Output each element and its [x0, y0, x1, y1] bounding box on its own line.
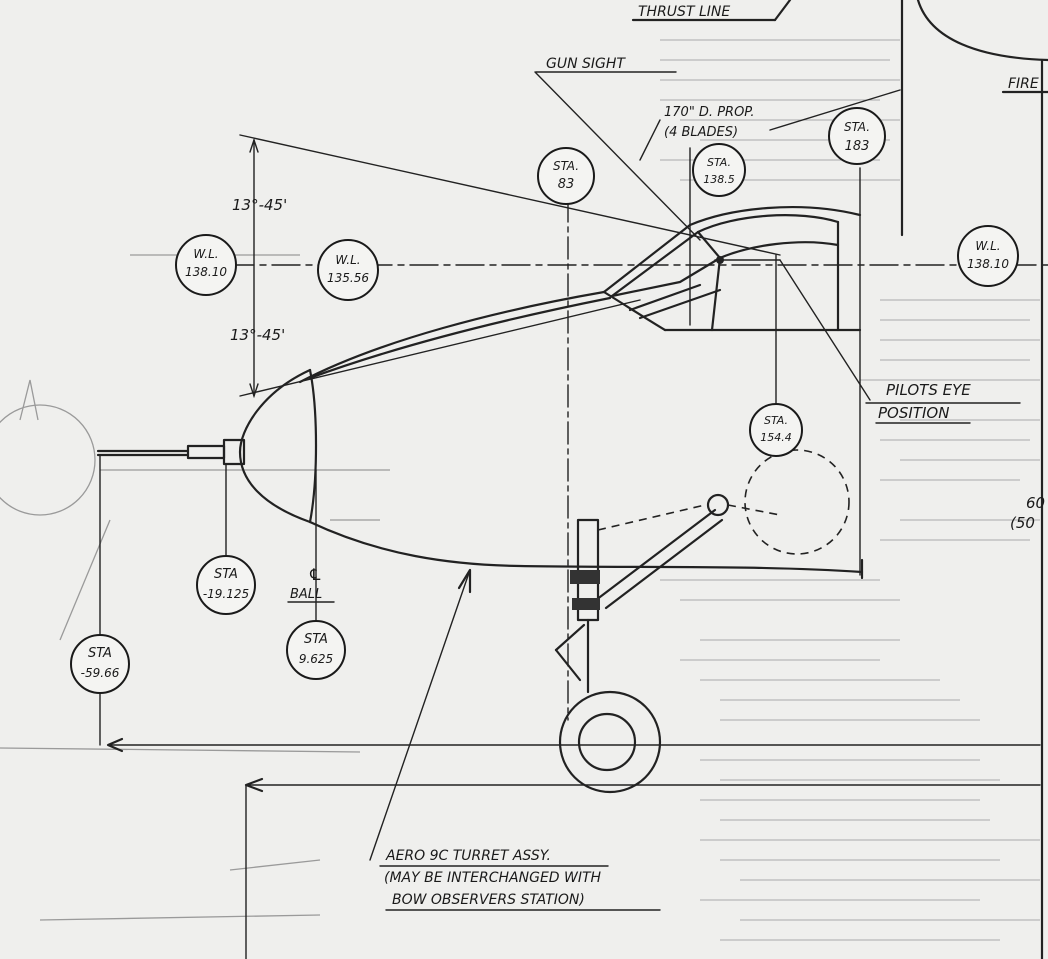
- bubble-line1: STA.: [844, 120, 870, 134]
- bubble-line1: STA.: [707, 156, 731, 169]
- edge-number-label: 60: [1026, 494, 1045, 512]
- bubble-line2: -19.125: [203, 587, 249, 601]
- prop-label-line1: 170" D. PROP.: [664, 105, 755, 120]
- bubble-sta-minus-19-125: STA -19.125: [196, 555, 256, 615]
- bubble-sta-9-625: STA 9.625: [286, 620, 346, 680]
- bubble-line1: STA: [304, 632, 328, 647]
- ball-centerline-symbol: ℄: [308, 565, 322, 584]
- turret-label-line1: AERO 9C TURRET ASSY.: [385, 848, 551, 864]
- prop-label-line2: (4 BLADES): [664, 125, 738, 140]
- bubble-line1: W.L.: [193, 247, 218, 261]
- bubble-wl-135-56: W.L. 135.56: [317, 239, 379, 301]
- bubble-sta-minus-59-66: STA -59.66: [70, 634, 130, 694]
- bubble-sta-138-5: STA. 138.5: [692, 143, 746, 197]
- fire-label: FIRE: [1008, 76, 1039, 92]
- angle-upper-label: 13°-45': [232, 196, 287, 214]
- bubble-line1: W.L.: [975, 239, 1000, 253]
- ball-label: BALL: [290, 587, 322, 602]
- bubble-wl-138-10-left: W.L. 138.10: [175, 234, 237, 296]
- bubble-line2: 154.4: [760, 431, 792, 444]
- bubble-line1: STA.: [553, 159, 579, 173]
- angle-lower-label: 13°-45': [230, 326, 285, 344]
- annotations: THRUST LINE GUN SIGHT FIRE 170" D. PROP.…: [230, 4, 1045, 911]
- bubble-line2: -59.66: [81, 666, 120, 680]
- dimension-lines: [99, 454, 1041, 959]
- pilots-eye-label-line2: POSITION: [878, 404, 949, 422]
- gun-sight-label: GUN SIGHT: [546, 56, 626, 72]
- bubble-line2: 83: [558, 177, 575, 192]
- background-bleed: [0, 39, 1040, 941]
- bubble-sta-183: STA. 183: [828, 107, 886, 165]
- edge-paren-label: (50: [1010, 514, 1035, 532]
- bubble-line1: W.L.: [335, 253, 360, 267]
- leader-lines: [99, 71, 1021, 861]
- bubble-wl-138-10-right: W.L. 138.10: [957, 225, 1019, 287]
- fuselage-nose: [238, 290, 864, 580]
- thrust-line-label: THRUST LINE: [638, 4, 730, 20]
- gun-barrel: [96, 438, 246, 466]
- bubble-line2: 138.10: [967, 257, 1009, 271]
- bubble-line1: STA.: [764, 414, 788, 427]
- bubble-line2: 135.56: [327, 271, 369, 285]
- bubble-line2: 183: [845, 139, 870, 154]
- bubble-line1: STA: [214, 567, 238, 582]
- upper-structure: [631, 0, 1048, 959]
- bubble-sta-83: STA. 83: [537, 147, 595, 205]
- bubble-sta-154-4: STA. 154.4: [749, 403, 803, 457]
- bubble-line2: 138.10: [185, 265, 227, 279]
- turret-label-line3: BOW OBSERVERS STATION): [392, 892, 585, 908]
- bubble-line2: 138.5: [703, 173, 735, 186]
- bubble-line2: 9.625: [299, 652, 333, 666]
- nose-landing-gear: [554, 449, 850, 794]
- canopy: [602, 205, 862, 332]
- pilots-eye-label-line1: PILOTS EYE: [886, 381, 971, 399]
- turret-label-line2: (MAY BE INTERCHANGED WITH: [384, 870, 602, 886]
- bubble-line1: STA: [88, 646, 112, 661]
